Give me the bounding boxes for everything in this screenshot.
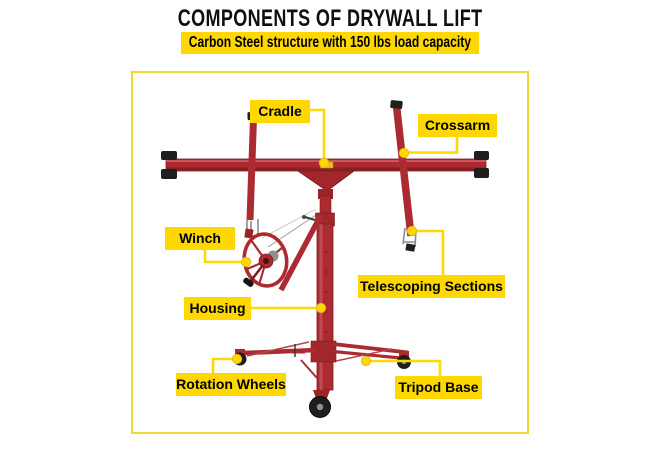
- connector-winch: [203, 250, 243, 264]
- label-winch: Winch: [165, 227, 235, 250]
- dot-telescoping-sections: [406, 225, 418, 237]
- connector-rotation-wheels: [211, 357, 234, 373]
- label-tripod-base: Tripod Base: [395, 376, 482, 399]
- tripod-base-structure: [243, 340, 409, 401]
- page-title: COMPONENTS OF DRYWALL LIFT: [177, 5, 483, 32]
- crank-handle: [243, 277, 254, 287]
- label-rotation-wheels: Rotation Wheels: [176, 373, 286, 396]
- connector-tripod-base: [369, 359, 442, 377]
- winch-wheel: [242, 232, 289, 288]
- winch-support-arm: [278, 213, 324, 292]
- page-title-row: COMPONENTS OF DRYWALL LIFT: [0, 5, 660, 33]
- beam-end-pads: [161, 151, 489, 179]
- front-caster-wheel: [309, 396, 331, 418]
- right-leg-upper: [332, 342, 409, 355]
- left-leg: [243, 347, 317, 356]
- connector-cradle: [310, 108, 326, 161]
- label-crossarm: Crossarm: [418, 114, 497, 137]
- right-crossarm: [390, 100, 417, 252]
- right-leg-lower: [332, 349, 407, 361]
- left-crossarm: [244, 111, 260, 239]
- label-telescoping-sections: Telescoping Sections: [358, 275, 505, 298]
- dot-housing: [315, 302, 327, 314]
- dot-tripod-base: [360, 355, 372, 367]
- label-housing: Housing: [184, 297, 251, 320]
- page-subtitle: Carbon Steel structure with 150 lbs load…: [181, 32, 479, 54]
- dot-cradle: [318, 157, 330, 169]
- label-cradle: Cradle: [250, 100, 310, 123]
- leader-dots: [231, 147, 418, 367]
- page-subtitle-row: Carbon Steel structure with 150 lbs load…: [0, 32, 660, 54]
- dot-crossarm: [398, 147, 410, 159]
- label-connectors: [203, 108, 459, 377]
- dot-winch: [240, 256, 252, 268]
- connector-telescoping-sections: [415, 229, 445, 276]
- dot-rotation-wheels: [231, 353, 243, 365]
- connector-crossarm: [407, 137, 459, 154]
